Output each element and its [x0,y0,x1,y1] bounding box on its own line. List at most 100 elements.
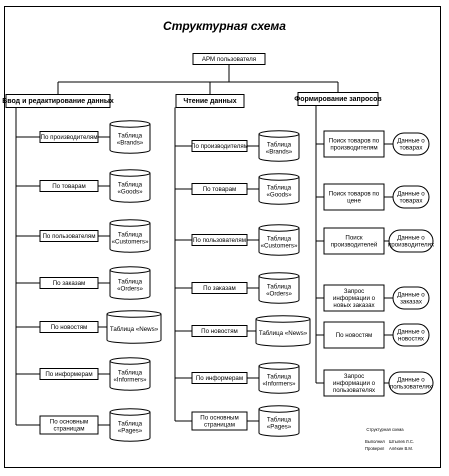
table-cylinder-2-7-label: «Pages» [267,424,292,431]
item-label-1-7: страницам [54,426,85,433]
table-cylinder-2-4-top [258,272,300,280]
table-cylinder-2-6-label: «Informers» [262,381,296,388]
item-label-2-6: По информерам [196,375,243,382]
data-terminator-6-label: пользователях [390,384,433,391]
table-cylinder-2-1-top [258,130,300,138]
table-cylinder-2-3-top [258,224,300,232]
item-label-1-7: По основным [50,419,88,426]
item-label-3-4: новых заказах [333,302,375,309]
section-header-label-3: Формирование запросов [294,96,382,103]
table-cylinder-2-7-top [258,405,300,413]
footer-role: Выполнил [365,439,385,444]
table-cylinder-1-5-top [106,310,162,318]
footer-name: Штылев Л.С. [389,439,414,444]
table-cylinder-1-6-label: Таблица [118,370,143,377]
table-cylinder-1-1-label: Таблица [118,133,143,140]
table-cylinder-2-1-label: «Brands» [266,149,293,156]
table-cylinder-1-4-label: «Orders» [117,286,143,293]
table-cylinder-2-3-label: «Customers» [261,243,298,250]
data-terminator-5 [392,323,430,347]
table-cylinder-1-4-label: Таблица [118,279,143,286]
table-cylinder-1-5 [106,314,162,344]
table-cylinder-1-6-label: «Informers» [113,377,147,384]
item-label-2-3: По пользователям [193,237,246,244]
item-label-3-2: цене [347,198,361,205]
data-terminator-3-label: Данные о [397,235,425,242]
item-box-3-6 [323,369,385,397]
item-box-3-4 [323,284,385,312]
table-cylinder-1-2-label: «Goods» [117,189,143,196]
table-cylinder-2-2-label: Таблица [267,185,292,192]
item-label-3-6: информации о [333,380,376,387]
table-cylinder-1-3-label: Таблица [118,232,143,239]
item-label-2-1: По производителям [191,143,248,150]
data-terminator-4 [392,286,430,310]
item-label-2-7: По основным [200,415,238,422]
table-cylinder-2-6-top [258,362,300,370]
footer-role: Проверил [365,446,385,451]
table-cylinder-1-2 [109,173,151,203]
table-cylinder-2-2-label: «Goods» [266,192,292,199]
item-label-1-3: По пользователям [42,233,95,240]
table-cylinder-2-3 [258,228,300,256]
table-cylinder-1-3 [109,223,151,253]
table-cylinder-2-5-label: Таблица «News» [259,330,308,337]
item-label-3-6: Запрос [344,373,365,380]
section-header-1 [5,94,111,108]
table-cylinder-1-4 [109,270,151,300]
drawing-sheet-border [4,6,441,468]
item-label-1-4: По заказам [53,280,86,287]
item-label-2-4: По заказам [203,285,236,292]
item-box-3-3 [323,227,385,255]
item-label-1-6: По информерам [45,371,92,378]
data-terminator-6 [388,371,434,395]
section-header-label-1: Ввод и редактирование данных [2,98,114,105]
table-cylinder-1-3-label: «Customers» [112,239,149,246]
data-terminator-4-label: заказах [400,299,423,306]
data-terminator-1-label: товарах [400,145,424,152]
item-label-3-1: Поиск товаров по [329,138,380,145]
table-cylinder-2-2 [258,177,300,205]
table-cylinder-1-7-top [109,408,151,416]
data-terminator-1-label: Данные о [397,138,425,145]
item-label-3-5: По новостям [336,332,373,339]
table-cylinder-1-4-top [109,266,151,274]
table-cylinder-1-7-label: «Pages» [118,428,143,435]
item-label-2-2: По товарам [203,186,237,193]
item-label-3-4: Запрос [344,288,365,295]
table-cylinder-2-4-label: Таблица [267,284,292,291]
section-header-2 [175,94,245,108]
table-cylinder-2-7-label: Таблица [267,417,292,424]
table-cylinder-1-2-label: Таблица [118,182,143,189]
item-label-1-1: По производителям [41,134,98,141]
item-box-3-5 [323,321,385,349]
table-cylinder-1-5-label: Таблица «News» [110,326,159,333]
table-cylinder-1-7 [109,412,151,442]
table-cylinder-1-6 [109,361,151,391]
footer-caption: Структурная схема [366,427,404,432]
table-cylinder-2-1 [258,134,300,162]
data-terminator-2 [392,185,430,209]
item-label-3-6: пользователях [333,387,376,394]
table-cylinder-2-5 [255,319,311,347]
item-label-3-4: информации о [333,295,376,302]
table-cylinder-2-3-label: Таблица [267,236,292,243]
item-label-3-2: Поиск товаров по [329,191,380,198]
data-terminator-5-label: новостях [398,336,425,343]
table-cylinder-2-5-top [255,315,311,323]
table-cylinder-2-6 [258,366,300,394]
item-label-2-5: По новостям [201,328,238,335]
table-cylinder-2-7 [258,409,300,437]
table-cylinder-2-6-label: Таблица [267,374,292,381]
item-label-2-7: страницам [204,422,235,429]
table-cylinder-1-1-label: «Brands» [117,140,144,147]
table-cylinder-1-2-top [109,169,151,177]
table-cylinder-1-6-top [109,357,151,365]
item-label-1-5: По новостям [51,324,88,331]
table-cylinder-1-7-label: Таблица [118,421,143,428]
item-box-3-1 [323,130,385,158]
data-terminator-4-label: Данные о [397,292,425,299]
table-cylinder-1-1 [109,124,151,154]
item-label-3-1: производителям [330,145,377,152]
